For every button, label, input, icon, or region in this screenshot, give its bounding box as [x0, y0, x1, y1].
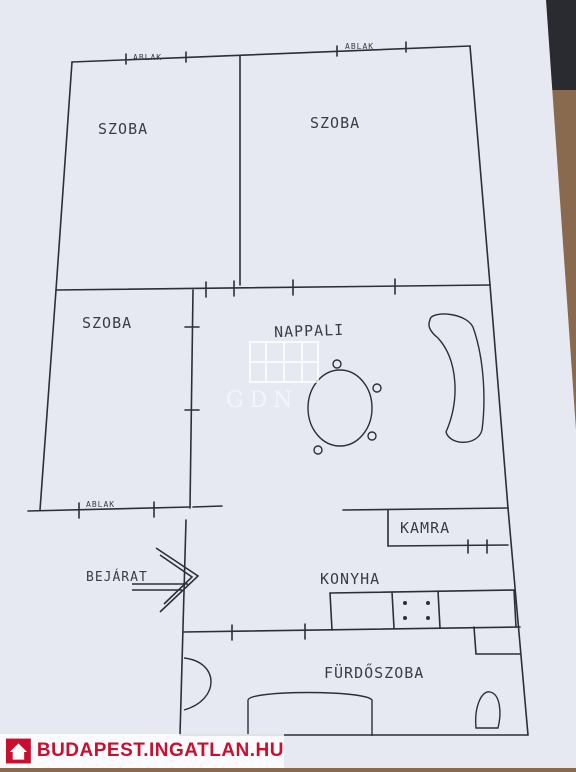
room-label-konyha: KONYHA — [320, 570, 381, 588]
bathtub — [247, 691, 373, 736]
watermark-text: GDN — [226, 388, 299, 413]
sofa — [428, 313, 485, 443]
toilet — [474, 691, 501, 729]
watermark-building-icon — [249, 341, 319, 383]
shower-tray — [183, 657, 212, 711]
window-label-2: ABLAK — [345, 42, 375, 51]
footer-brand-text: BUDAPEST.INGATLAN.HU — [36, 740, 284, 761]
room-label-szoba-2: SZOBA — [310, 114, 361, 132]
room-label-kamra: KAMRA — [400, 519, 451, 537]
house-logo-icon — [6, 738, 31, 764]
window-label-1: ABLAK — [133, 53, 163, 62]
footer-brand-bar[interactable]: BUDAPEST.INGATLAN.HU — [0, 734, 284, 768]
room-label-szoba-3: SZOBA — [82, 314, 133, 332]
entrance-label: BEJÁRAT — [86, 570, 148, 585]
room-label-furdoszoba: FÜRDŐSZOBA — [324, 664, 425, 682]
room-label-nappali: NAPPALI — [273, 320, 345, 342]
entrance-arrow — [132, 547, 200, 613]
stove-burners — [403, 601, 430, 620]
room-label-szoba-1: SZOBA — [98, 120, 149, 138]
dining-table — [307, 359, 382, 455]
window-label-3: ABLAK — [86, 500, 116, 509]
